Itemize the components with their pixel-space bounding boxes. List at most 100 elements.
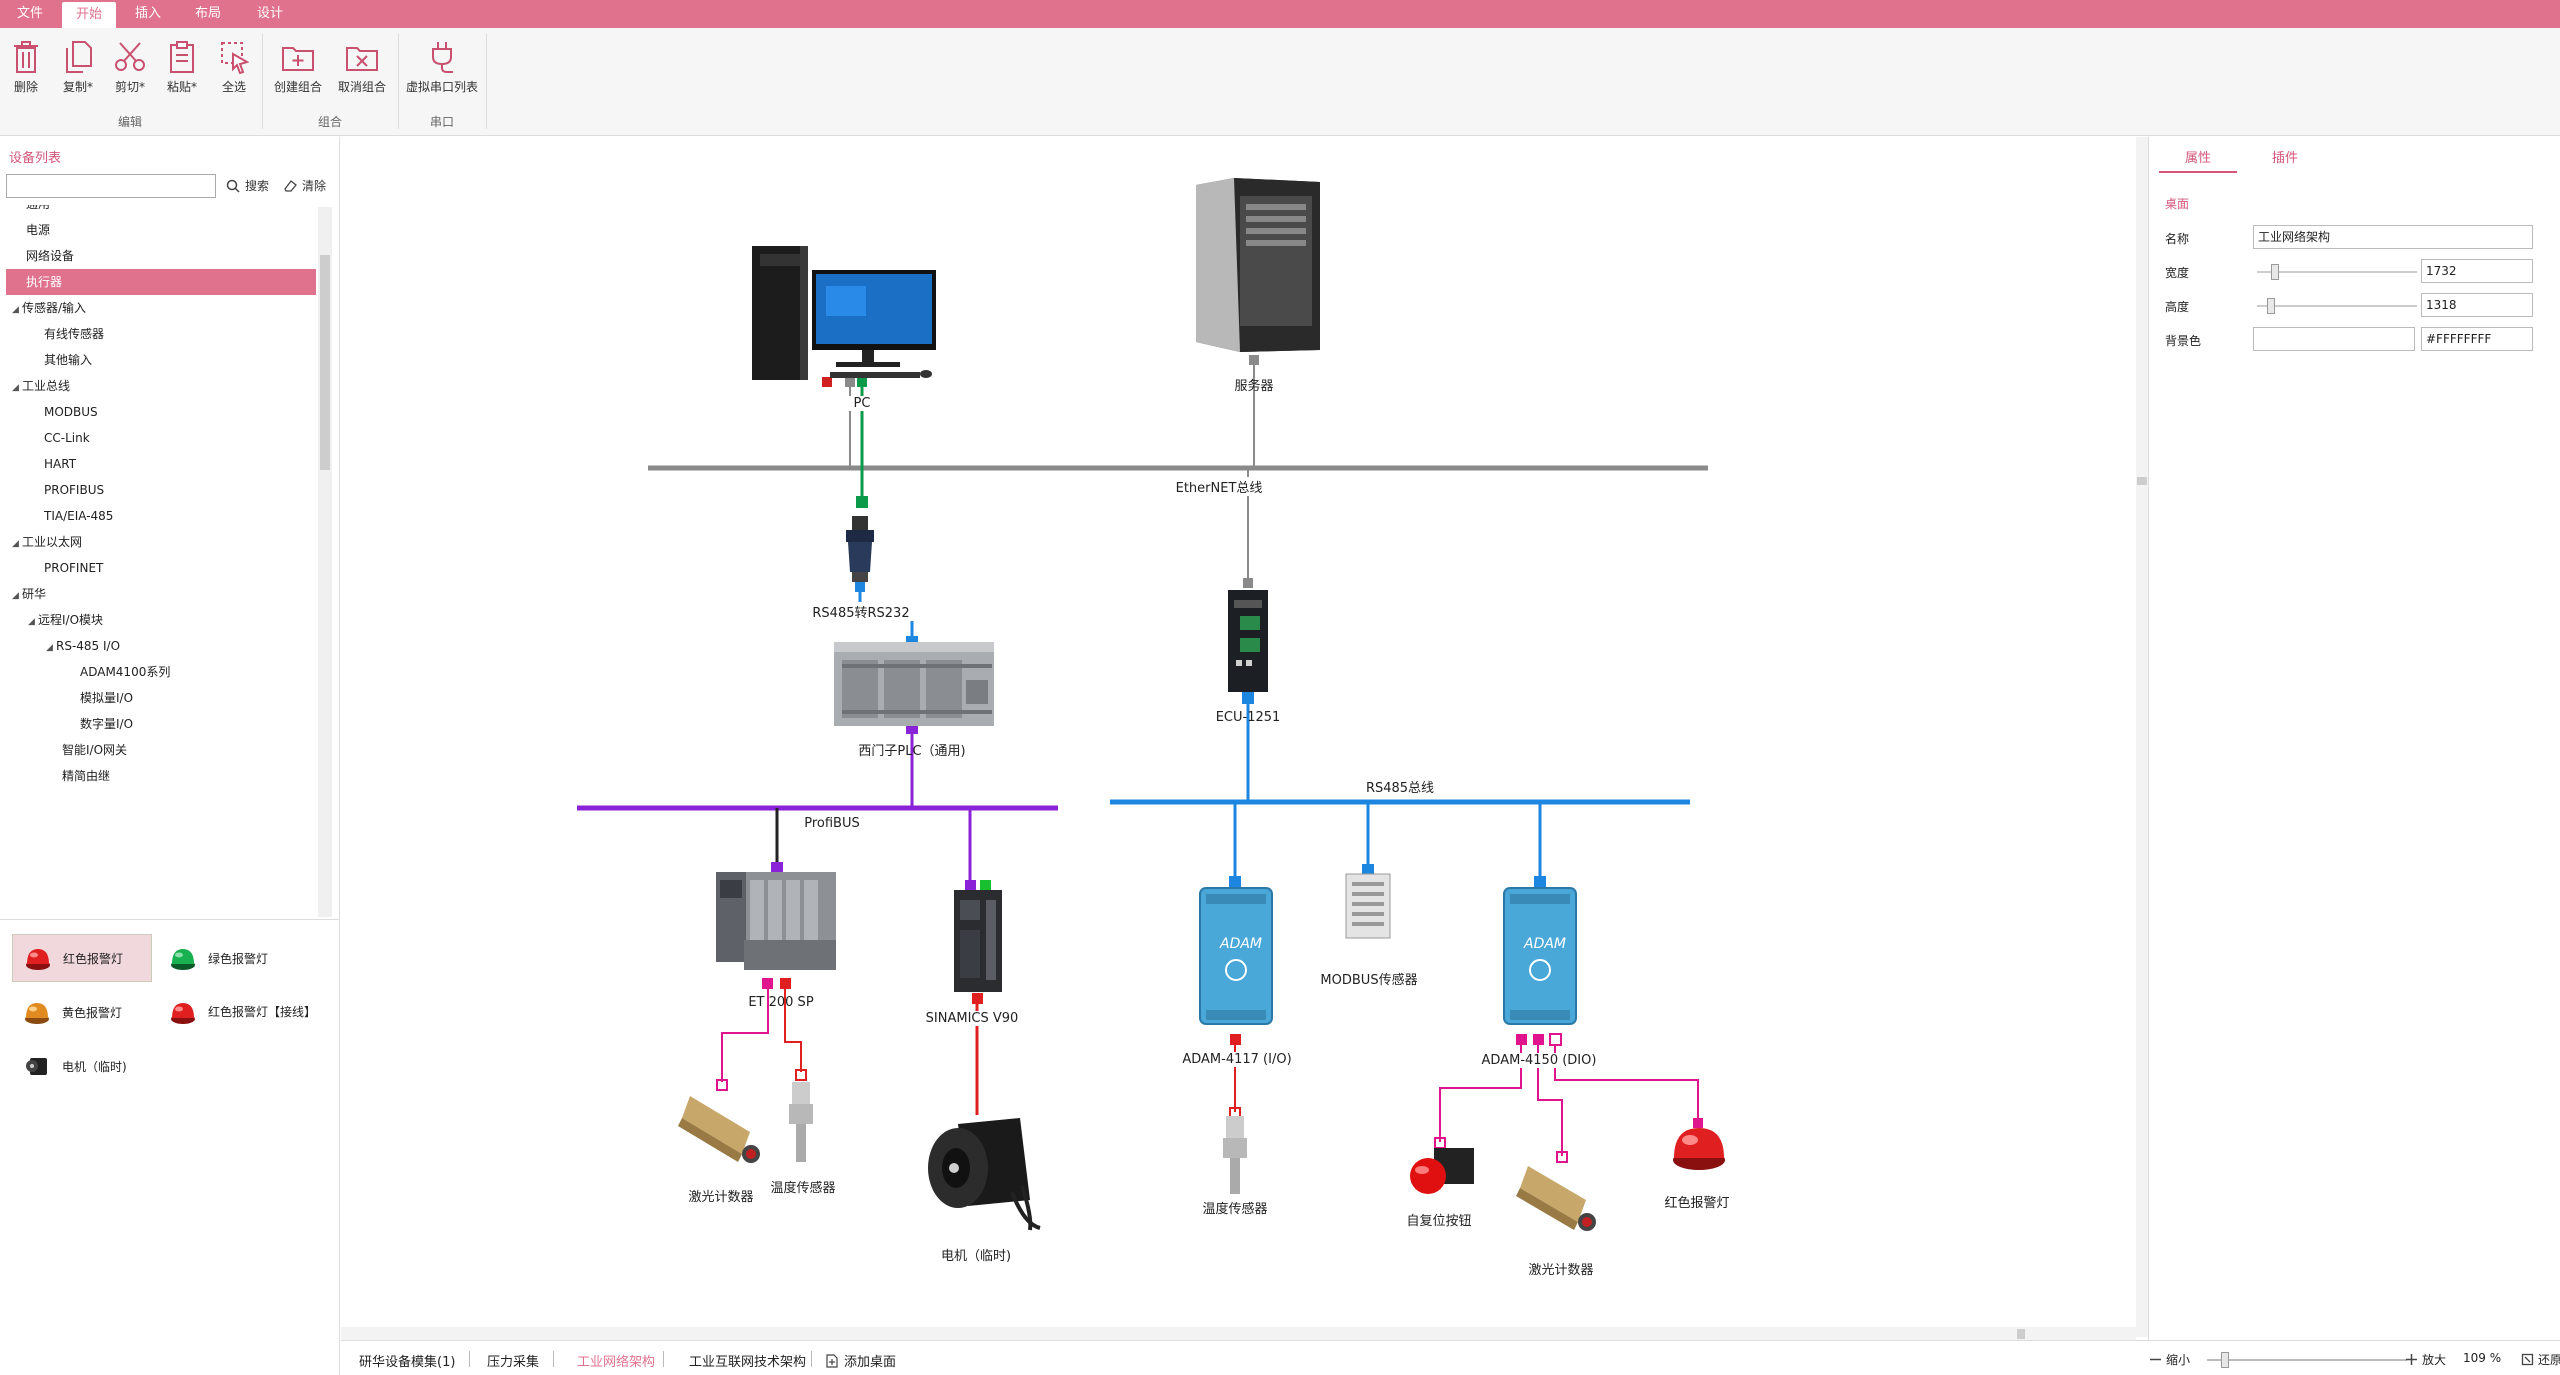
bg-color-swatch[interactable] [2253,327,2415,351]
menu-tab-file[interactable]: 文件 [16,6,43,21]
tab-plugins[interactable]: 插件 [2272,151,2299,166]
zoom-in-button[interactable]: 放大 [2405,1351,2446,1368]
tree-item[interactable]: ◢传感器/输入 [6,295,316,321]
et200-device[interactable] [716,872,836,970]
expand-arrow-icon[interactable]: ◢ [12,305,19,315]
menu-tab-insert[interactable]: 插入 [134,6,161,21]
cut-button[interactable]: 剪切* [108,40,152,116]
menu-tab-layout[interactable]: 布局 [194,6,221,21]
tree-item[interactable]: TIA/EIA-485 [44,509,114,523]
height-slider[interactable] [2257,298,2417,314]
palette-item-yellow-alarm[interactable]: 黄色报警灯 [12,988,152,1036]
modbus-sensor-device[interactable] [1345,873,1391,939]
temp-sensor-1[interactable] [789,1082,813,1162]
zoom-slider[interactable] [2207,1352,2407,1368]
tree-item[interactable]: ◢远程I/O模块 [6,607,316,633]
menu-tab-home[interactable]: 开始 [62,2,116,28]
tree-item[interactable]: PROFIBUS [44,483,105,497]
tree-item[interactable]: HART [44,457,77,471]
expand-arrow-icon[interactable]: ◢ [46,643,53,653]
zoom-slider-thumb[interactable] [2221,1352,2229,1368]
width-field[interactable]: 1732 [2421,259,2533,283]
palette-item-motor[interactable]: 电机（临时) [12,1042,152,1090]
palette-item-green-alarm[interactable]: 绿色报警灯 [162,934,312,982]
diagram-canvas[interactable]: ADAM ADAM [341,137,2136,1337]
width-slider-thumb[interactable] [2271,264,2279,280]
tree-item[interactable]: ◢RS-485 I/O [6,633,316,659]
tree-item[interactable]: 精简由继 [62,769,111,783]
adam4117-device[interactable]: ADAM [1199,887,1273,1025]
tab-desktop-1[interactable]: 研华设备模集(1) [359,1355,456,1370]
tree-item[interactable]: 有线传感器 [44,327,105,341]
reset-button-device[interactable] [1410,1148,1474,1194]
tab-desktop-4[interactable]: 工业互联网技术架构 [689,1355,807,1370]
virtual-serial-label: 虚拟串口列表 [405,80,478,94]
tree-item[interactable]: 网络设备 [26,249,75,263]
width-slider[interactable] [2257,264,2417,280]
laser-counter-1[interactable] [678,1096,760,1163]
converter-device[interactable] [846,516,874,582]
expand-arrow-icon[interactable]: ◢ [12,539,19,549]
tree-item[interactable]: 通用 [6,205,316,217]
canvas-horizontal-scrollbar[interactable] [341,1327,2136,1340]
tree-item[interactable]: 智能I/O网关 [62,743,128,757]
select-all-button[interactable]: 全选 [214,40,254,116]
canvas-vertical-scrollbar[interactable] [2136,137,2148,1337]
create-group-button[interactable]: 创建组合 [270,40,326,116]
search-input[interactable] [6,174,216,198]
paste-button[interactable]: 粘贴* [160,40,204,116]
tree-scrollbar[interactable] [318,207,332,917]
tree-item[interactable]: CC-Link [44,431,90,445]
tree-item[interactable]: 电源 [26,223,51,237]
canvas-vscroll-thumb[interactable] [2137,477,2147,485]
tree-item[interactable]: PROFINET [44,561,104,575]
bg-color-label: 背景色 [2165,334,2202,348]
tab-desktop-2[interactable]: 压力采集 [487,1355,540,1370]
expand-arrow-icon[interactable]: ◢ [28,617,35,627]
height-slider-thumb[interactable] [2267,298,2275,314]
palette-item-red-alarm[interactable]: 红色报警灯 [12,934,152,982]
expand-arrow-icon[interactable]: ◢ [12,383,19,393]
laser-counter-2[interactable] [1516,1166,1596,1231]
tree-scroll-thumb[interactable] [320,255,330,470]
ungroup-button[interactable]: 取消组合 [334,40,390,116]
pc-device[interactable] [752,246,936,380]
delete-button[interactable]: 删除 [6,40,46,116]
palette-item-red-alarm-wired[interactable]: 红色报警灯【接线】 [162,988,322,1036]
tree-item[interactable]: ◢工业以太网 [6,529,316,555]
red-alarm-device[interactable] [1673,1128,1725,1170]
tree-item[interactable]: 其他输入 [44,353,93,367]
menu-tab-design[interactable]: 设计 [256,6,283,21]
search-button[interactable]: 搜索 [226,177,269,194]
server-device[interactable] [1196,178,1320,352]
motor-device[interactable] [928,1118,1041,1231]
tab-properties[interactable]: 属性 [2185,151,2212,166]
tree-item[interactable]: 模拟量I/O [80,691,134,705]
delete-label: 删除 [13,80,38,94]
tree-item[interactable]: ADAM4100系列 [80,665,171,679]
copy-button[interactable]: 复制* [56,40,100,116]
temp-sensor-2[interactable] [1223,1116,1247,1194]
tree-item[interactable]: MODBUS [44,405,98,419]
virtual-serial-button[interactable]: 虚拟串口列表 [404,40,480,116]
tree-item[interactable]: ◢工业总线 [6,373,316,399]
ecu-device[interactable] [1228,590,1268,692]
tree-item-selected[interactable]: 执行器 [6,269,316,295]
tab-desktop-3[interactable]: 工业网络架构 [577,1355,656,1370]
expand-arrow-icon[interactable]: ◢ [12,591,19,601]
tab-separator [553,1351,554,1367]
plc-device[interactable] [834,642,994,726]
clear-button[interactable]: 清除 [283,177,326,194]
zoom-out-button[interactable]: 缩小 [2149,1351,2190,1368]
name-field[interactable]: 工业网络架构 [2253,225,2533,249]
height-field[interactable]: 1318 [2421,293,2533,317]
add-desktop-button[interactable]: 添加桌面 [825,1351,896,1370]
restore-zoom-button[interactable]: 还原 [2521,1351,2560,1368]
canvas-hscroll-thumb[interactable] [2017,1329,2025,1339]
trash-icon [14,41,38,73]
adam4150-device[interactable]: ADAM [1503,887,1577,1025]
tree-item[interactable]: ◢研华 [6,581,316,607]
tree-item[interactable]: 数字量I/O [80,717,134,731]
bg-color-field[interactable]: #FFFFFFFF [2421,327,2533,351]
v90-device[interactable] [954,890,1002,992]
